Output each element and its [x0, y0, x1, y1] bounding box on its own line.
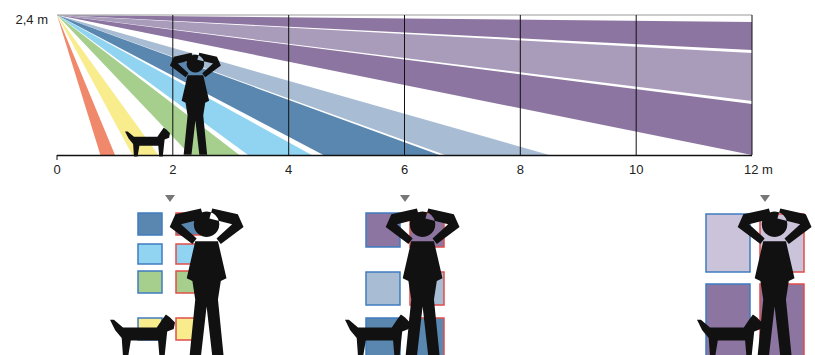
axis-label: 12 m — [744, 163, 773, 176]
person-silhouette — [738, 209, 812, 355]
axis-label: 4 — [285, 163, 292, 176]
grid-lines — [57, 15, 752, 160]
dog-silhouette — [110, 315, 175, 355]
axis-label: 10 — [629, 163, 643, 176]
dog-silhouette — [125, 128, 170, 157]
position-markers — [165, 195, 770, 202]
axis-label: 0 — [53, 163, 60, 176]
person-silhouette — [170, 53, 221, 155]
axis-label: 2 — [169, 163, 176, 176]
person-silhouette — [170, 209, 244, 355]
axis-label: 6 — [401, 163, 408, 176]
person-silhouette — [386, 209, 460, 355]
dog-silhouette — [697, 315, 762, 355]
height-label: 2,4 m — [15, 13, 48, 26]
axis-label: 8 — [517, 163, 524, 176]
dog-silhouette — [345, 315, 410, 355]
